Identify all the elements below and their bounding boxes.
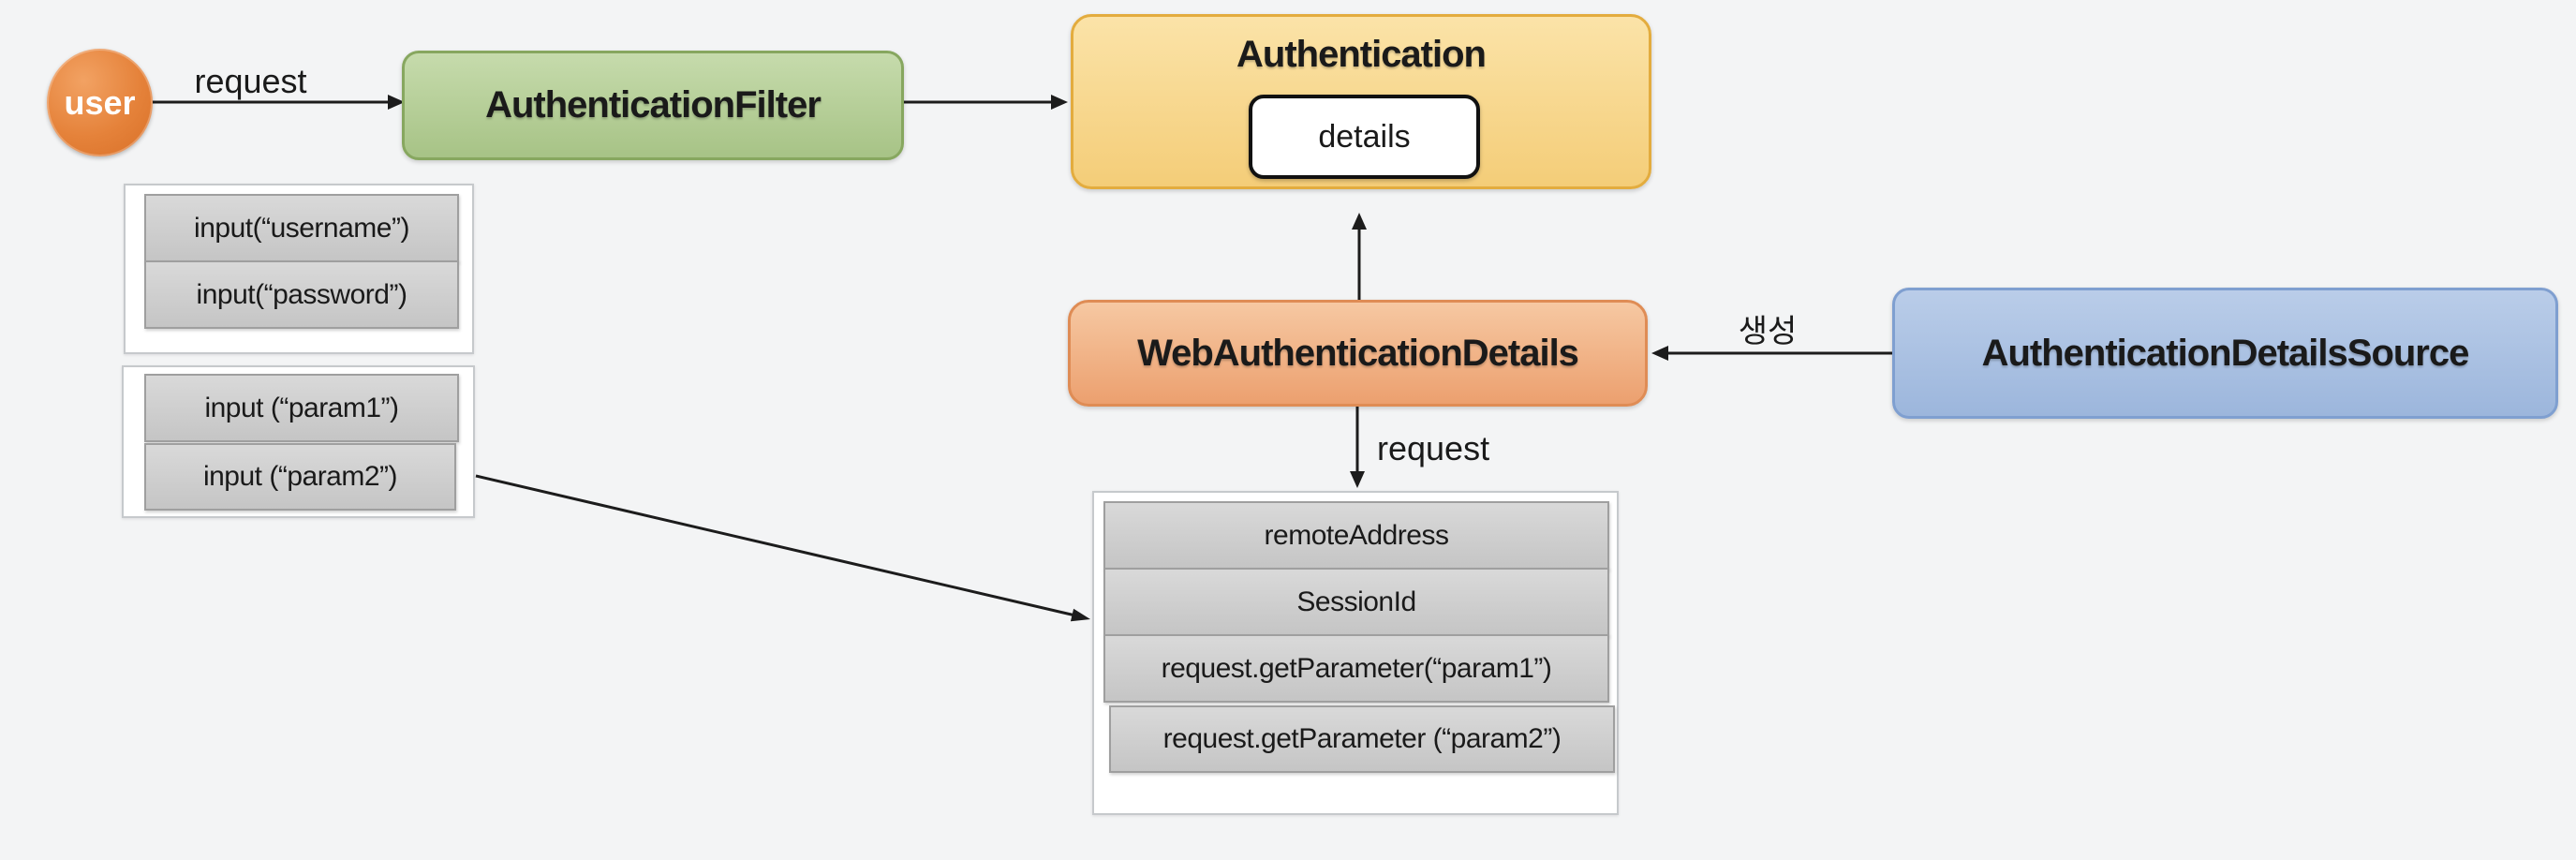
edge-label-creation: 생성	[1738, 314, 1798, 349]
authentication-details-source-node: AuthenticationDetailsSource	[1892, 288, 2558, 419]
authentication-details-source-label: AuthenticationDetailsSource	[1981, 332, 2470, 374]
params-row-param2: input (“param2”)	[144, 443, 456, 511]
details-node: details	[1249, 95, 1480, 179]
authentication-filter-label: AuthenticationFilter	[485, 84, 822, 126]
credentials-panel: input(“username”) input(“password”)	[124, 184, 474, 354]
arrow-wad-to-details	[1352, 213, 1367, 300]
params-panel: input (“param1”) input (“param2”)	[122, 365, 475, 518]
arrow-params-to-table	[475, 474, 1090, 622]
authentication-node: Authentication details	[1071, 14, 1651, 189]
request-details-row-remote-address: remoteAddress	[1103, 501, 1609, 570]
web-authentication-details-node: WebAuthenticationDetails	[1068, 300, 1648, 407]
user-actor: user	[47, 49, 153, 156]
authentication-label: Authentication	[1236, 34, 1487, 75]
user-actor-label: user	[64, 82, 136, 122]
request-details-table: remoteAddress SessionId request.getParam…	[1092, 491, 1619, 815]
arrow-wad-to-table	[1350, 407, 1365, 488]
details-label: details	[1318, 118, 1411, 155]
request-details-row-param1: request.getParameter(“param1”)	[1103, 634, 1609, 703]
credentials-row-username: input(“username”)	[144, 194, 459, 262]
arrow-filter-to-authentication	[904, 95, 1068, 110]
params-row-param1: input (“param1”)	[144, 374, 459, 442]
request-details-row-session-id: SessionId	[1103, 568, 1609, 636]
request-details-row-param2: request.getParameter (“param2”)	[1109, 705, 1615, 773]
credentials-row-password: input(“password”)	[144, 260, 459, 329]
edge-label-request-bottom: request	[1377, 429, 1490, 467]
web-authentication-details-label: WebAuthenticationDetails	[1137, 332, 1579, 374]
authentication-filter-node: AuthenticationFilter	[402, 51, 904, 160]
edge-label-request-top: request	[194, 62, 307, 100]
